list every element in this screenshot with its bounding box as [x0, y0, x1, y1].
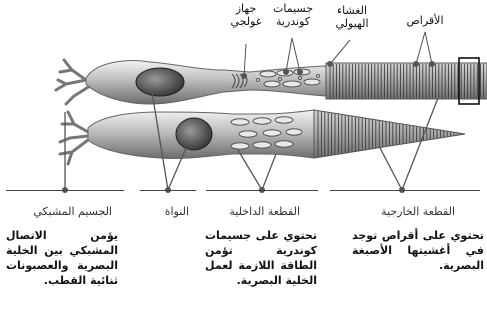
- rod-nucleus: [136, 68, 184, 96]
- label-plasma-membrane: الغشاء الهيولي: [328, 4, 376, 30]
- header-inner-segment: القطعة الداخلية: [229, 205, 300, 218]
- cone-nucleus: [176, 118, 212, 150]
- desc-basal-body: يؤمن الاتصال المشبكي بين الخلية البصرية …: [6, 228, 118, 288]
- cone-cell: [60, 110, 465, 164]
- label-mitochondria-line1: جسيمات: [266, 2, 320, 15]
- desc-inner-segment: تحتوي على جسيمات كوندرية تؤمن الطاقة الل…: [205, 228, 317, 288]
- label-golgi-line2: غولجي: [224, 15, 268, 28]
- rod-cell: [56, 58, 487, 104]
- bracket-line-basal: [6, 190, 124, 191]
- bracket-line-inner: [206, 190, 318, 191]
- label-plasma-membrane-line2: الهيولي: [328, 17, 376, 30]
- label-golgi-line1: جهاز: [224, 2, 268, 15]
- cone-mitochondria: [231, 117, 302, 149]
- label-mitochondria: جسيمات كوندرية: [266, 2, 320, 28]
- cone-synaptic-terminal: [60, 112, 88, 164]
- header-nucleus: النواة: [165, 205, 189, 218]
- label-plasma-membrane-line1: الغشاء: [328, 4, 376, 17]
- desc-outer-segment: تحتوي على أقراص توجد في أغشيتها الأصبغة …: [352, 228, 484, 273]
- label-golgi: جهاز غولجي: [224, 2, 268, 28]
- rod-synaptic-terminal: [56, 60, 90, 104]
- bracket-line-nucleus: [140, 190, 196, 191]
- header-outer-segment: القطعة الخارجية: [381, 205, 455, 218]
- label-discs: الأقراص: [398, 14, 452, 27]
- label-mitochondria-line2: كوندرية: [266, 15, 320, 28]
- header-basal-body: الجسيم المشبكي: [33, 205, 112, 218]
- bracket-line-outer: [330, 190, 480, 191]
